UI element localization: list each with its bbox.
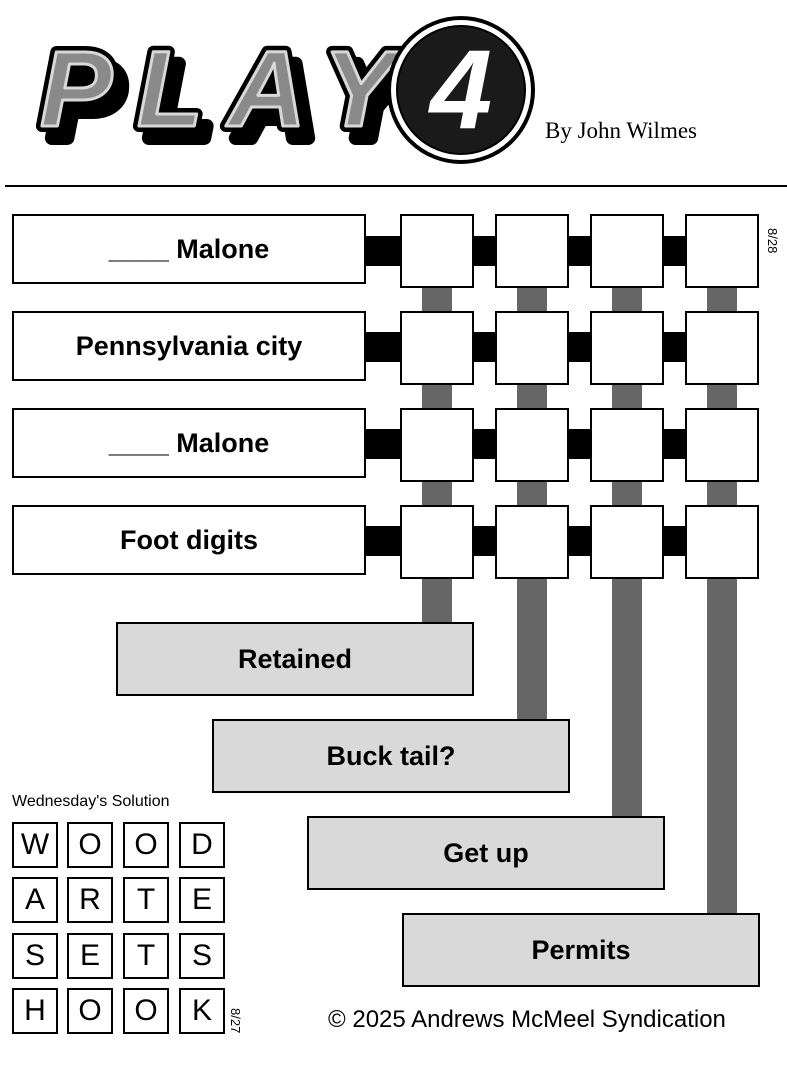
answer-cell-r2c1[interactable] bbox=[400, 311, 474, 385]
solution-cell: A bbox=[12, 877, 58, 923]
answer-cell-r2c3[interactable] bbox=[590, 311, 664, 385]
down-clue-3: Get up bbox=[307, 816, 665, 890]
solution-cell: D bbox=[179, 822, 225, 868]
answer-cell-r3c2[interactable] bbox=[495, 408, 569, 482]
solution-cell: S bbox=[12, 933, 58, 979]
solution-cell: R bbox=[67, 877, 113, 923]
solution-cell: O bbox=[123, 988, 169, 1034]
answer-cell-r4c2[interactable] bbox=[495, 505, 569, 579]
across-clue-4: Foot digits bbox=[12, 505, 366, 575]
solution-title: Wednesday's Solution bbox=[12, 793, 170, 810]
solution-cell: T bbox=[123, 877, 169, 923]
solution-cell: O bbox=[67, 822, 113, 868]
solution-cell: S bbox=[179, 933, 225, 979]
answer-cell-r4c3[interactable] bbox=[590, 505, 664, 579]
across-clue-1: ____ Malone bbox=[12, 214, 366, 284]
answer-cell-r3c4[interactable] bbox=[685, 408, 759, 482]
puzzle-date-label: 8/28 bbox=[765, 228, 780, 254]
solution-cell: E bbox=[67, 933, 113, 979]
solution-cell: T bbox=[123, 933, 169, 979]
answer-cell-r1c1[interactable] bbox=[400, 214, 474, 288]
copyright-notice: © 2025 Andrews McMeel Syndication bbox=[328, 1006, 726, 1033]
answer-cell-r3c3[interactable] bbox=[590, 408, 664, 482]
answer-cell-r3c1[interactable] bbox=[400, 408, 474, 482]
solution-cell: E bbox=[179, 877, 225, 923]
down-clue-1: Retained bbox=[116, 622, 474, 696]
down-connector-4 bbox=[707, 280, 737, 915]
byline: By John Wilmes bbox=[545, 118, 697, 143]
across-clue-3: ____ Malone bbox=[12, 408, 366, 478]
svg-text:PLAY: PLAY bbox=[40, 28, 404, 149]
answer-cell-r2c2[interactable] bbox=[495, 311, 569, 385]
solution-date-label: 8/27 bbox=[228, 1008, 243, 1034]
solution-cell: H bbox=[12, 988, 58, 1034]
answer-cell-r1c2[interactable] bbox=[495, 214, 569, 288]
answer-cell-r1c3[interactable] bbox=[590, 214, 664, 288]
down-clue-2: Buck tail? bbox=[212, 719, 570, 793]
logo-circle-4: 4 bbox=[387, 16, 535, 164]
across-clue-2: Pennsylvania city bbox=[12, 311, 366, 381]
answer-cell-r4c1[interactable] bbox=[400, 505, 474, 579]
down-clue-4: Permits bbox=[402, 913, 760, 987]
play4-logo: PLAY PLAY PLAY 4 bbox=[34, 16, 535, 168]
answer-cell-r4c4[interactable] bbox=[685, 505, 759, 579]
answer-cell-r1c4[interactable] bbox=[685, 214, 759, 288]
solution-cell: O bbox=[123, 822, 169, 868]
header-divider bbox=[5, 185, 787, 187]
answer-cell-r2c4[interactable] bbox=[685, 311, 759, 385]
solution-cell: W bbox=[12, 822, 58, 868]
solution-cell: O bbox=[67, 988, 113, 1034]
logo-wordmark: PLAY PLAY PLAY bbox=[34, 22, 421, 168]
svg-text:4: 4 bbox=[428, 27, 492, 152]
solution-cell: K bbox=[179, 988, 225, 1034]
